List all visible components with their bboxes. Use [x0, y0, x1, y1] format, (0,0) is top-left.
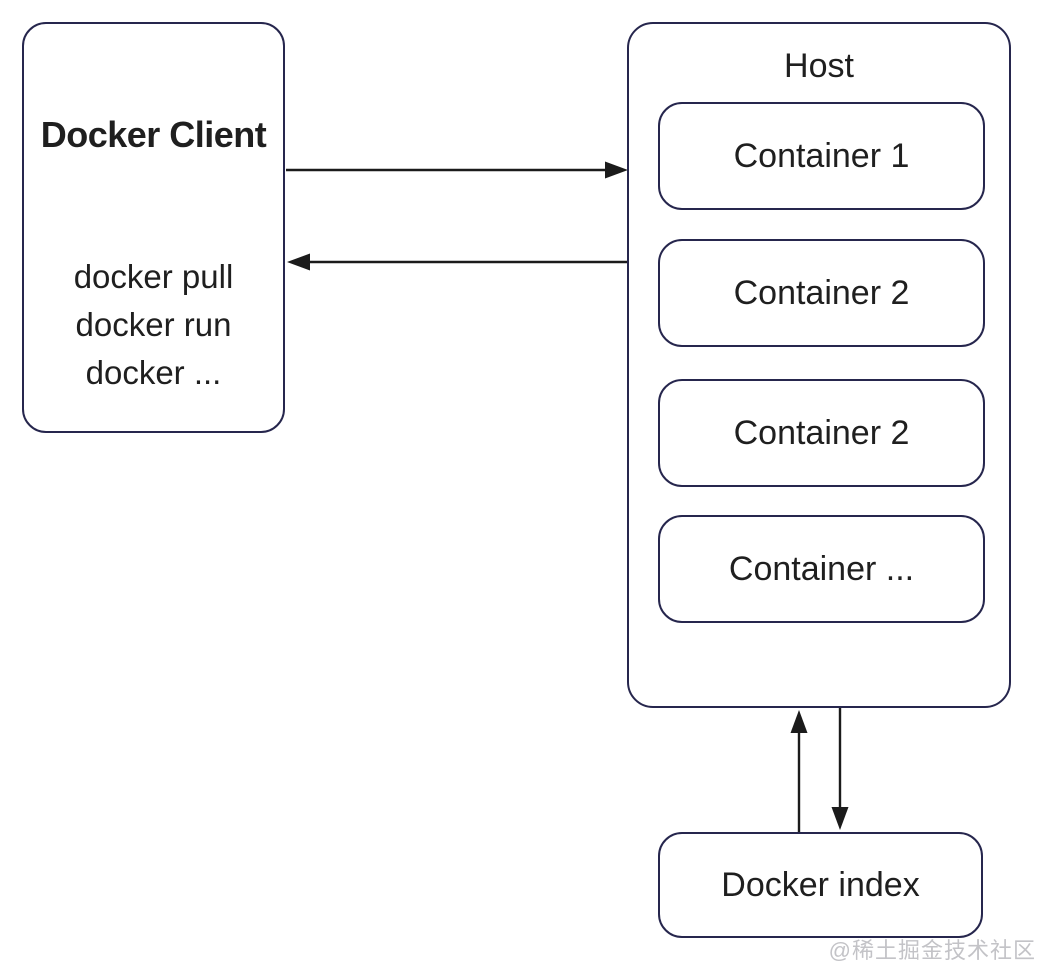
- watermark: @稀土掘金技术社区: [828, 938, 1036, 963]
- host-box: Host Container 1 Container 2 Container 2…: [627, 22, 1011, 708]
- container-label: Container 2: [733, 273, 910, 312]
- container-box-2: Container 2: [658, 239, 985, 347]
- docker-client-box: Docker Client docker pull docker run doc…: [22, 22, 285, 433]
- docker-index-label: Docker index: [721, 865, 920, 904]
- docker-client-commands: docker pull docker run docker ...: [24, 253, 283, 397]
- docker-index-box: Docker index: [658, 832, 983, 938]
- container-label: Container 1: [733, 136, 910, 175]
- arrow-client-to-host-icon: [286, 161, 628, 179]
- container-box-1: Container 1: [658, 102, 985, 210]
- container-label: Container ...: [728, 549, 915, 588]
- arrow-host-to-client-icon: [287, 253, 627, 271]
- docker-command-more: docker ...: [85, 354, 222, 391]
- container-box-3: Container 2: [658, 379, 985, 487]
- host-title: Host: [784, 47, 854, 85]
- docker-command-run: docker run: [75, 306, 232, 343]
- arrow-host-to-index-icon: [831, 708, 849, 830]
- docker-client-title: Docker Client: [40, 114, 267, 155]
- docker-command-pull: docker pull: [73, 258, 234, 295]
- arrow-index-to-host-icon: [790, 710, 808, 832]
- container-box-4: Container ...: [658, 515, 985, 623]
- container-label: Container 2: [733, 413, 910, 452]
